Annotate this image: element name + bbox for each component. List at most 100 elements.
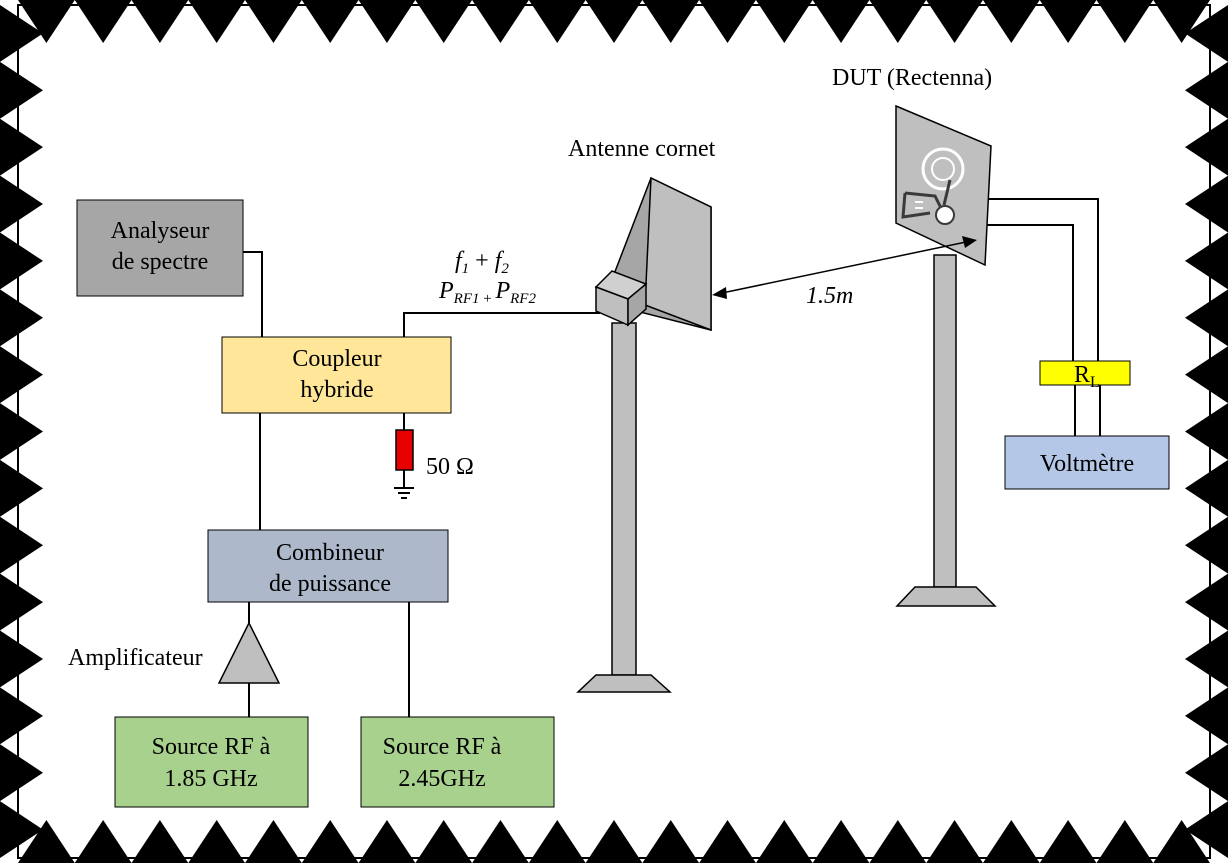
rf-source-2-block (360, 716, 555, 808)
absorber-tooth (812, 820, 870, 863)
power-label: PRF1 + PRF2 (438, 278, 536, 307)
analyzer-label-line2: de spectre (112, 249, 209, 275)
load-label: RL (1074, 362, 1100, 391)
absorber-tooth (755, 0, 813, 43)
absorber-tooth (74, 0, 132, 43)
absorber-tooth (1185, 61, 1228, 119)
absorber-tooth (926, 820, 983, 863)
absorber-tooth (301, 0, 359, 43)
absorber-border-bottom (18, 820, 1210, 863)
absorber-tooth (1153, 0, 1210, 43)
absorber-tooth (0, 403, 43, 460)
absorber-tooth (0, 687, 43, 745)
horn-stand (576, 322, 672, 693)
wire-dut-load-1 (985, 198, 1099, 361)
hybrid-coupler-block (221, 336, 452, 414)
wire-analyzer-coupler (243, 251, 263, 337)
combiner-label-line1: Combineur (276, 540, 384, 566)
absorber-tooth (982, 0, 1040, 43)
absorber-tooth (301, 820, 359, 863)
absorber-tooth (0, 5, 43, 62)
triangle-amplifier-icon (217, 621, 281, 684)
absorber-tooth (245, 0, 302, 43)
absorber-tooth (131, 820, 189, 863)
absorber-tooth (0, 459, 43, 517)
absorber-tooth (1185, 744, 1228, 802)
voltmeter-label: Voltmètre (1040, 451, 1134, 477)
coupler-label-line2: hybride (300, 377, 373, 403)
coupler-label-line1: Coupleur (292, 346, 381, 372)
absorber-tooth (585, 0, 643, 43)
absorber-tooth (1096, 0, 1154, 43)
distance-arrow (712, 236, 977, 299)
absorber-tooth (0, 175, 43, 233)
absorber-tooth (528, 0, 586, 43)
absorber-tooth (1185, 403, 1228, 460)
absorber-tooth (699, 820, 756, 863)
absorber-tooth (585, 820, 643, 863)
absorber-tooth (1185, 232, 1228, 290)
load-resistor-block (1039, 360, 1131, 386)
absorber-tooth (1039, 0, 1097, 43)
absorber-tooth (18, 0, 75, 43)
absorber-tooth (358, 0, 416, 43)
source2-label-line2: 2.45GHz (398, 766, 485, 792)
resistor-icon (395, 429, 414, 471)
horn-antenna-label: Antenne cornet (568, 136, 716, 162)
wire-coupler-horn (403, 312, 600, 337)
absorber-border-top (18, 0, 1210, 43)
resistor-label: 50 Ω (426, 454, 474, 480)
source2-label-line1: Source RF à (383, 734, 502, 760)
absorber-tooth (0, 516, 43, 574)
absorber-tooth (0, 744, 43, 802)
absorber-tooth (869, 0, 927, 43)
border-frame (17, 4, 1211, 859)
absorber-tooth (472, 820, 529, 863)
absorber-tooth (472, 0, 529, 43)
absorber-tooth (0, 801, 43, 858)
absorber-tooth (1185, 118, 1228, 176)
absorber-tooth (0, 289, 43, 347)
absorber-tooth (0, 61, 43, 119)
absorber-tooth (869, 820, 927, 863)
absorber-tooth (188, 820, 246, 863)
dut-stand (895, 254, 997, 607)
ground-icon (394, 487, 414, 499)
source1-label-line2: 1.85 GHz (164, 766, 257, 792)
absorber-tooth (1039, 820, 1097, 863)
absorber-tooth (245, 820, 302, 863)
dut-label: DUT (Rectenna) (832, 65, 992, 91)
absorber-tooth (0, 630, 43, 688)
absorber-tooth (812, 0, 870, 43)
absorber-tooth (642, 820, 700, 863)
absorber-tooth (1185, 346, 1228, 404)
absorber-border-left (0, 5, 43, 858)
source1-label-line1: Source RF à (152, 734, 271, 760)
rectenna-board-icon (895, 104, 992, 267)
absorber-tooth (131, 0, 189, 43)
absorber-tooth (1185, 289, 1228, 347)
absorber-tooth (74, 820, 132, 863)
absorber-tooth (1096, 820, 1154, 863)
analyzer-label-line1: Analyseur (111, 218, 210, 244)
frequency-label: f1 + f2 (455, 248, 509, 277)
absorber-tooth (1185, 459, 1228, 517)
absorber-tooth (1185, 573, 1228, 631)
absorber-tooth (982, 820, 1040, 863)
absorber-tooth (528, 820, 586, 863)
distance-label: 1.5m (806, 283, 853, 309)
absorber-tooth (18, 820, 75, 863)
absorber-tooth (926, 0, 983, 43)
absorber-tooth (1153, 820, 1210, 863)
voltmeter-block (1004, 435, 1170, 490)
absorber-tooth (415, 0, 473, 43)
absorber-tooth (1185, 175, 1228, 233)
absorber-tooth (0, 346, 43, 404)
absorber-tooth (0, 118, 43, 176)
absorber-tooth (1185, 687, 1228, 745)
absorber-tooth (1185, 630, 1228, 688)
amplifier-label: Amplificateur (68, 645, 203, 671)
power-combiner-block (207, 529, 449, 603)
absorber-tooth (188, 0, 246, 43)
